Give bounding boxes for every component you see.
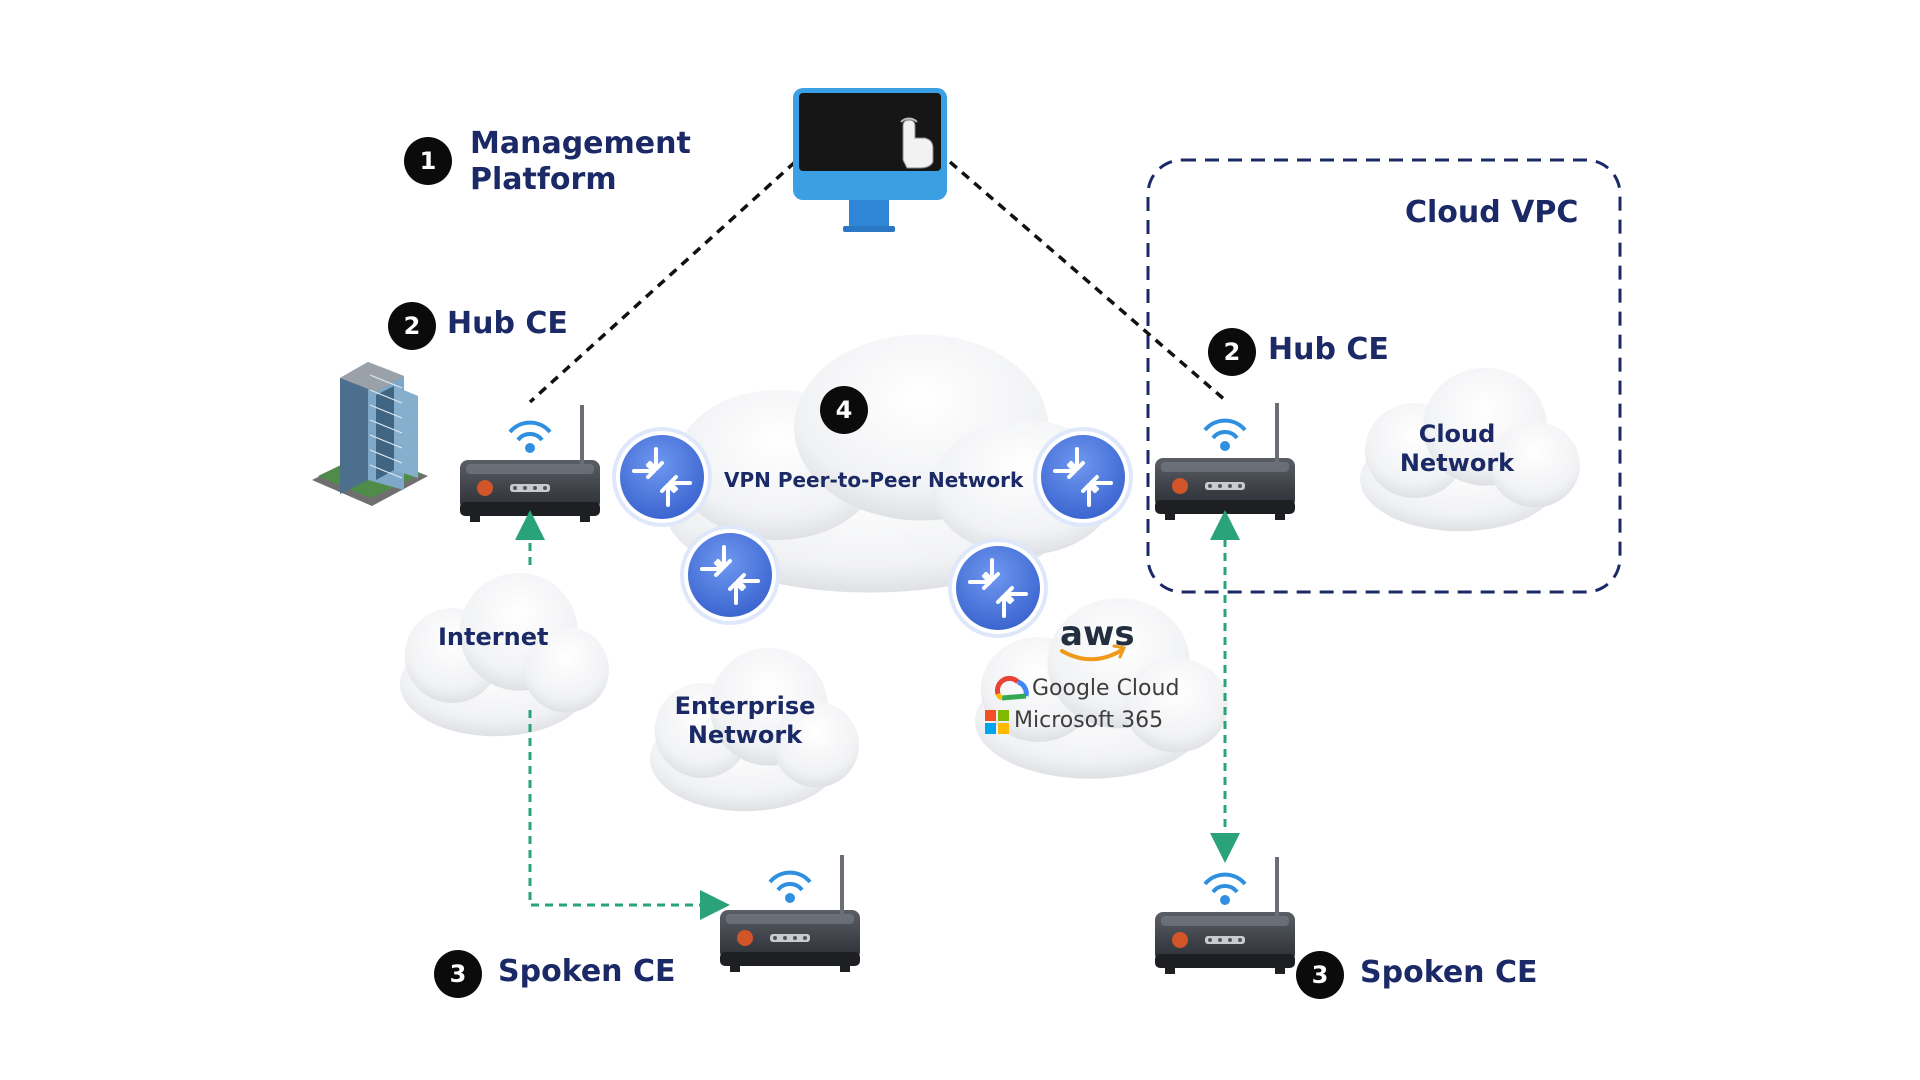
step-badge-vpn: 4 xyxy=(820,386,868,434)
vpn-router-icon-4 xyxy=(946,536,1050,640)
google-cloud-icon xyxy=(994,675,1029,701)
vpn-network-label: VPN Peer-to-Peer Network xyxy=(724,468,1024,492)
cloud-network-label: Cloud Network xyxy=(1392,420,1522,478)
aws-arrow-icon xyxy=(1112,644,1127,659)
hub-ce-right-label: Hub CE xyxy=(1268,332,1389,367)
aws-smile-icon xyxy=(1060,648,1124,662)
enterprise-network-label: Enterprise Network xyxy=(670,692,820,750)
google-cloud-logo-text: Google Cloud xyxy=(1032,676,1180,701)
internet-label: Internet xyxy=(438,623,549,651)
spoke-ce-left-router xyxy=(718,853,862,974)
vpn-router-icon-3 xyxy=(678,523,782,627)
microsoft-365-logo-text: Microsoft 365 xyxy=(1014,708,1164,733)
step-badge-management: 1 xyxy=(404,137,452,185)
microsoft-icon xyxy=(985,710,1009,734)
step-badge-hub-left: 2 xyxy=(388,302,436,350)
step-badge-spoke-left: 3 xyxy=(434,950,482,998)
management-label-line1: Management xyxy=(470,126,691,161)
cloud-vpc-label: Cloud VPC xyxy=(1405,195,1579,230)
management-platform-label: Management Platform xyxy=(470,126,691,198)
spoke-ce-right-router xyxy=(1153,855,1297,976)
monitor-icon xyxy=(793,88,947,232)
enterprise-line1: Enterprise xyxy=(674,692,816,720)
internet-cloud xyxy=(400,572,609,737)
hub-ce-right-router xyxy=(1153,401,1297,522)
vpn-router-icon-1 xyxy=(610,425,714,529)
cloud-network-line2: Network xyxy=(1399,449,1515,477)
spoke-ce-left-label: Spoken CE xyxy=(498,954,676,989)
management-label-line2: Platform xyxy=(470,162,617,197)
mgmt-link-right xyxy=(948,160,1227,402)
mgmt-link-left xyxy=(528,160,797,404)
enterprise-line2: Network xyxy=(687,721,803,749)
spoke-ce-right-label: Spoken CE xyxy=(1360,955,1538,990)
step-badge-spoke-right: 3 xyxy=(1296,951,1344,999)
building-icon xyxy=(312,362,428,506)
cloud-network-line1: Cloud xyxy=(1418,420,1496,448)
aws-logo-text: aws xyxy=(1060,614,1135,654)
hub-ce-left-label: Hub CE xyxy=(447,306,568,341)
step-badge-hub-right: 2 xyxy=(1208,328,1256,376)
vpn-router-icon-2 xyxy=(1031,425,1135,529)
hub-ce-left-router xyxy=(458,403,602,524)
